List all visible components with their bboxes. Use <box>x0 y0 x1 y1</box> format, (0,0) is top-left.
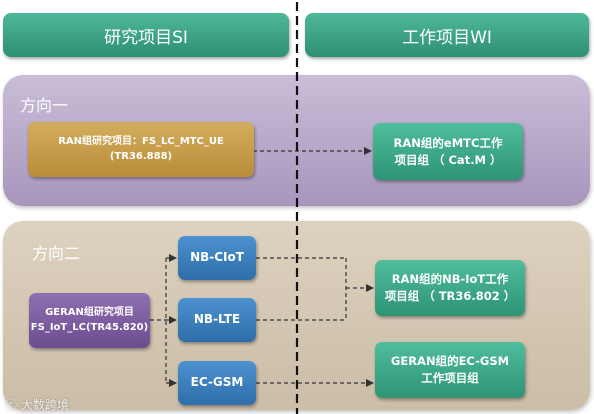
ec-gsm-label: EC-GSM <box>190 375 244 390</box>
watermark-logo-icon: ⓒ <box>5 398 18 412</box>
ec-gsm-work-item-line2: 工作项目组 <box>421 371 479 385</box>
ran-study-item-line2: (TR36.888) <box>109 150 173 162</box>
nb-ciot-label: NB-CIoT <box>190 250 244 265</box>
ran-study-item-line1: RAN组研究项目：FS_LC_MTC_UE <box>58 136 224 147</box>
geran-study-item-line1: GERAN组研究项目 <box>45 307 134 318</box>
watermark: ⓒ 大数跨境 <box>5 396 69 413</box>
ec-gsm-box: EC-GSM <box>178 361 256 405</box>
nb-ciot-box: NB-CIoT <box>178 236 256 280</box>
geran-study-item-box: GERAN组研究项目 FS_IoT_LC(TR45.820) <box>29 293 150 348</box>
watermark-text: 大数跨境 <box>20 398 69 412</box>
emtc-work-item-line1: RAN组的eMTC工作 <box>393 135 503 150</box>
nb-lte-label: NB-LTE <box>193 312 241 327</box>
header-work-items: 工作项目WI <box>305 13 589 57</box>
header-work-items-label: 工作项目WI <box>402 27 492 48</box>
emtc-work-item-box: RAN组的eMTC工作 项目组 （ Cat.M ） <box>373 123 523 180</box>
direction-one-title: 方向一 <box>20 96 69 115</box>
ec-gsm-work-item-box: GERAN组的EC-GSM 工作项目组 <box>375 342 525 398</box>
nb-lte-box: NB-LTE <box>178 298 256 342</box>
nb-iot-work-item-line2: 项目组 （ TR36.802 ） <box>384 289 516 303</box>
direction-two-title: 方向二 <box>32 244 81 263</box>
header-study-items-label: 研究项目SI <box>104 27 188 48</box>
ec-gsm-work-item-line1: GERAN组的EC-GSM <box>390 354 510 369</box>
nb-iot-work-item-box: RAN组的NB-IoT工作 项目组 （ TR36.802 ） <box>375 260 525 316</box>
ran-study-item-box: RAN组研究项目：FS_LC_MTC_UE (TR36.888) <box>28 122 254 177</box>
emtc-work-item-line2: 项目组 （ Cat.M ） <box>394 152 502 167</box>
geran-study-item-line2: FS_IoT_LC(TR45.820) <box>30 321 149 333</box>
header-study-items: 研究项目SI <box>3 13 289 57</box>
nb-iot-work-item-line1: RAN组的NB-IoT工作 <box>391 272 509 287</box>
